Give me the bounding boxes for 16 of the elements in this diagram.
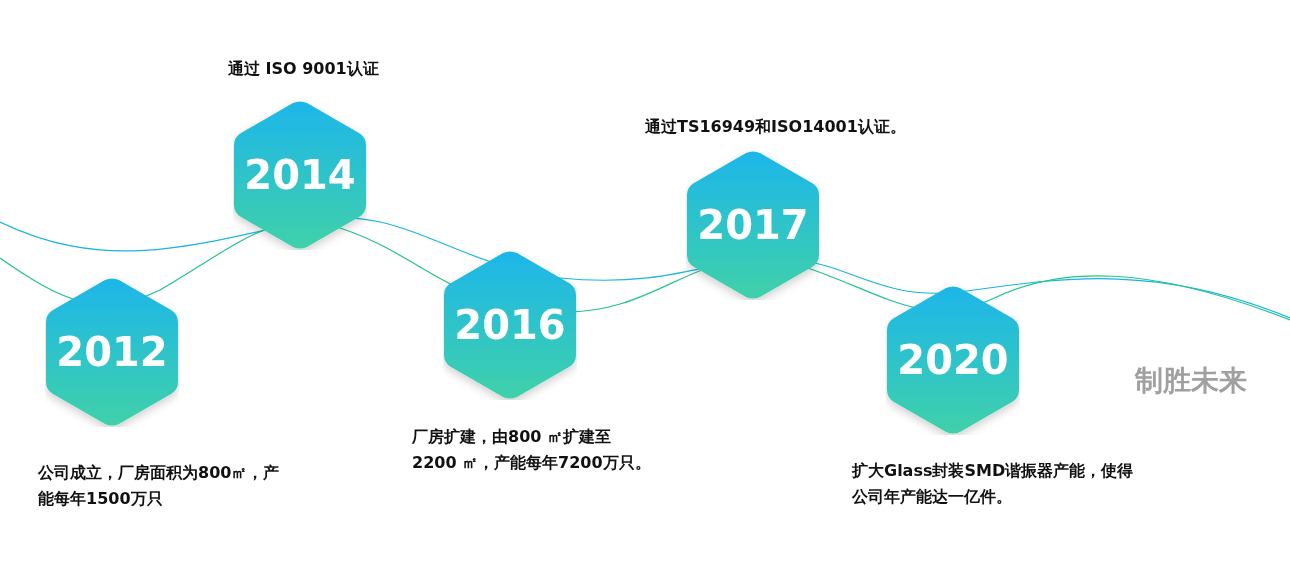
year-label: 2012: [55, 329, 169, 375]
hexagon-badge: [443, 250, 577, 400]
year-label: 2014: [243, 152, 357, 198]
milestone-text: 通过TS16949和ISO14001认证。: [645, 116, 907, 138]
milestone-text: 扩大Glass封装SMD谐振器产能，使得公司年产能达一亿件。: [852, 460, 1135, 508]
hexagon-badge: [886, 285, 1020, 435]
milestone-text: 厂房扩建，由800 ㎡扩建至2200 ㎡，产能每年7200万只。: [412, 426, 652, 474]
hexagon-badge: [233, 100, 367, 250]
year-label: 2020: [896, 337, 1010, 383]
year-label: 2016: [453, 302, 567, 348]
milestone-text: 公司成立，厂房面积为800㎡，产能每年1500万只: [38, 462, 281, 510]
milestone-text: 通过 ISO 9001认证: [228, 58, 380, 80]
slogan-text: 制胜未来: [1135, 363, 1247, 399]
hexagon-badge: [686, 150, 820, 300]
hexagon-badge: [45, 277, 179, 427]
year-label: 2017: [696, 202, 810, 248]
